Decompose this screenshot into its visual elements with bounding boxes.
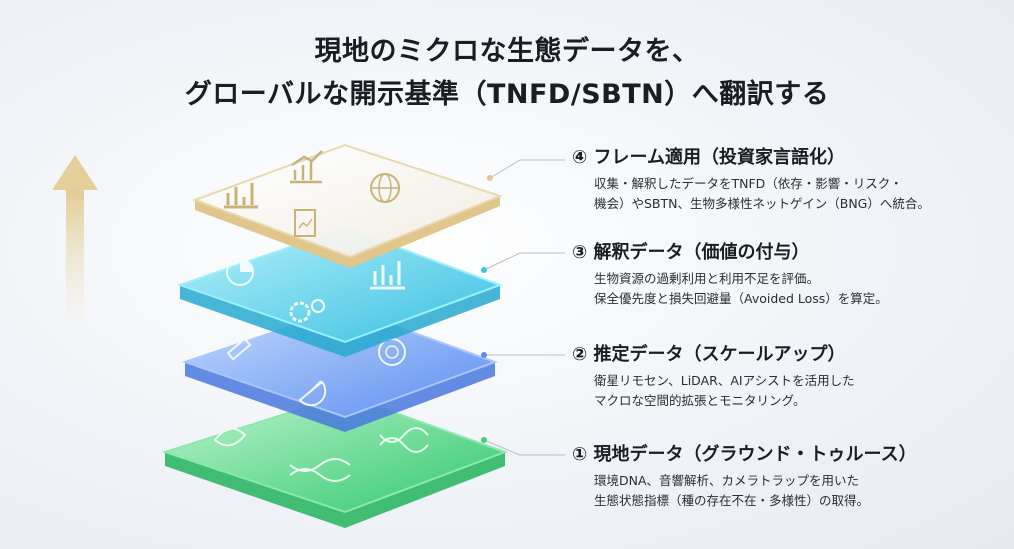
gears-icon — [289, 299, 325, 323]
layer-1-desc-line-2: 生態状態指標（種の存在不在・多様性）の取得。 — [594, 493, 870, 508]
globe-icon — [370, 173, 400, 203]
layer-3-interpreted-data — [176, 226, 503, 357]
layer-4-desc-line-1: 収集・解釈したデータをTNFD（依存・影響・リスク・ — [594, 176, 903, 191]
layer-4-framework-application — [192, 143, 503, 268]
layer-3-heading: ③ 解釈データ（価値の付与） — [572, 242, 810, 263]
layer-1-desc-line-1: 環境DNA、音響解析、カメラトラップを用いた — [594, 473, 860, 488]
satellite-icon — [226, 337, 252, 361]
growth-chart-icon — [290, 150, 323, 184]
layer-2-estimated-data — [181, 306, 498, 432]
pie-chart-icon — [226, 258, 254, 286]
description-layer-2: ② 推定データ（スケールアップ） 衛星リモセン、LiDAR、AIアシストを活用し… — [572, 343, 855, 411]
layer-4-desc-line-2: 機会）やSBTN、生物多様性ネットゲイン（BNG）へ統合。 — [594, 196, 930, 211]
layer-3-desc-line-1: 生物資源の過剰利用と利用不足を評価。 — [594, 271, 820, 286]
leaf-icon — [213, 427, 247, 447]
dish-antenna-icon — [298, 380, 327, 407]
page-title: 現地のミクロな生態データを、 グローバルな開示基準（TNFD/SBTN）へ翻訳す… — [0, 30, 1014, 116]
bar-chart-icon — [370, 261, 405, 290]
layer-2-heading: ② 推定データ（スケールアップ） — [572, 344, 846, 365]
layer-2-desc-line-2: マクロな空間的拡張とモニタリング。 — [594, 393, 806, 408]
layer-2-desc-line-1: 衛星リモセン、LiDAR、AIアシストを活用した — [594, 373, 855, 388]
title-line-1: 現地のミクロな生態データを、 — [314, 36, 700, 67]
upward-arrow — [52, 155, 98, 335]
bar-chart-icon — [224, 183, 258, 209]
dna-icon — [289, 458, 351, 482]
layer-3-desc-line-2: 保全優先度と損失回避量（Avoided Loss）を算定。 — [594, 291, 888, 306]
connector-lines — [481, 159, 565, 456]
title-line-2: グローバルな開示基準（TNFD/SBTN）へ翻訳する — [184, 79, 830, 110]
description-layer-4: ④ フレーム適用（投資家言語化） 収集・解釈したデータをTNFD（依存・影響・リ… — [572, 146, 930, 214]
report-icon — [294, 209, 316, 237]
dna-icon — [379, 427, 429, 453]
description-layer-1: ① 現地データ（グラウンド・トゥルース） 環境DNA、音響解析、カメラトラップを… — [572, 443, 917, 511]
layer-1-field-data — [161, 393, 508, 528]
description-layer-3: ③ 解釈データ（価値の付与） 生物資源の過剰利用と利用不足を評価。保全優先度と損… — [572, 241, 888, 309]
layer-1-heading: ① 現地データ（グラウンド・トゥルース） — [572, 444, 917, 465]
layer-4-heading: ④ フレーム適用（投資家言語化） — [572, 147, 845, 168]
